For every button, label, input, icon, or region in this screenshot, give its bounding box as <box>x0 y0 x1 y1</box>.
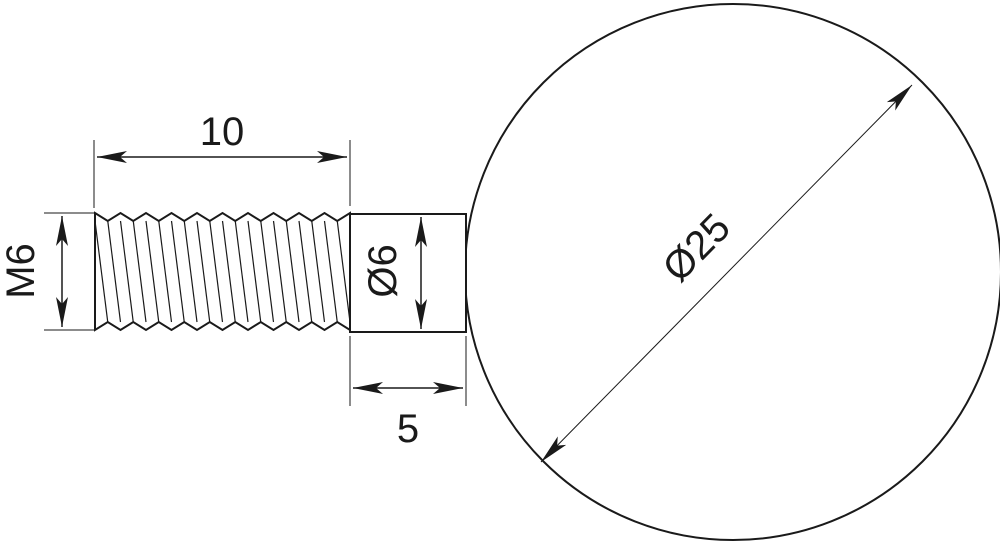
thread-hatch-line <box>272 220 287 323</box>
thread-hatch-line <box>234 220 249 323</box>
thread-outline <box>94 211 351 332</box>
label-shank-diameter: Ø6 <box>361 244 405 297</box>
thread-hatch-line <box>145 220 160 323</box>
label-thread-length: 10 <box>200 110 245 154</box>
threaded-section <box>94 211 351 332</box>
thread-hatch-line <box>158 220 173 323</box>
label-shank-length: 5 <box>397 407 419 451</box>
thread-hatch-line <box>94 220 109 323</box>
thread-hatch-line <box>107 220 122 323</box>
dim-line-ball-diameter <box>540 84 913 463</box>
thread-hatch-line <box>247 220 262 323</box>
thread-hatch-line <box>260 220 275 323</box>
thread-hatch-line <box>209 220 224 323</box>
thread-hatch-line <box>311 220 326 323</box>
thread-hatch-line <box>196 220 211 323</box>
shank-body <box>349 213 467 333</box>
thread-hatch-line <box>183 220 198 323</box>
thread-hatch-line <box>298 220 313 323</box>
thread-hatch-lines <box>94 220 351 323</box>
ball-outline <box>464 3 1000 541</box>
extension-lines <box>44 140 467 406</box>
thread-hatch-line <box>170 220 185 323</box>
thread-hatch-line <box>285 220 300 323</box>
thread-hatch-line <box>221 220 236 323</box>
thread-hatch-line <box>323 220 338 323</box>
dimension-lines <box>56 84 913 463</box>
thread-hatch-line <box>336 220 351 323</box>
label-thread-size: M6 <box>0 243 43 299</box>
thread-hatch-line <box>119 220 134 323</box>
thread-hatch-line <box>132 220 147 323</box>
